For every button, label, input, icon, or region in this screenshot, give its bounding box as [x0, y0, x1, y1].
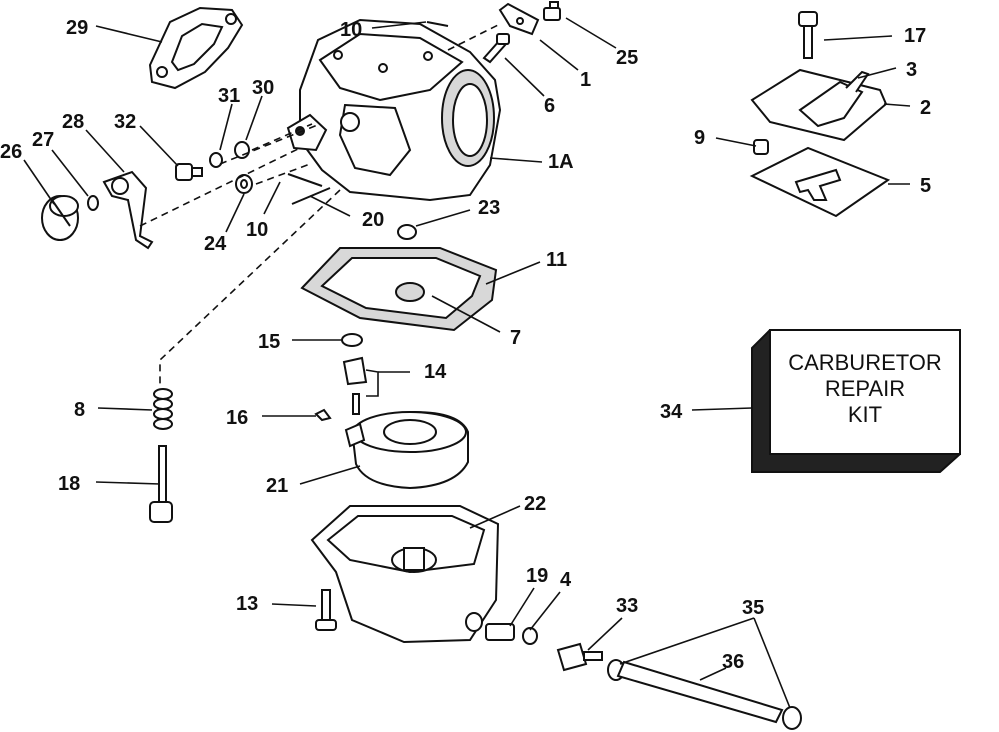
callout-33: 33 — [616, 595, 638, 617]
part-36-fuel-hose — [616, 660, 784, 724]
callout-20: 20 — [362, 209, 384, 231]
callout-1: 1 — [580, 69, 591, 91]
callout-17: 17 — [904, 25, 926, 47]
callout-26: 26 — [0, 141, 22, 163]
part-31-washer — [209, 152, 223, 168]
part-14-needle-and-seat — [342, 356, 368, 415]
kit-label-line2: REPAIR — [825, 376, 905, 401]
callout-11: 11 — [546, 249, 567, 271]
callout-25: 25 — [616, 47, 638, 69]
part-18-mixture-screw — [149, 445, 173, 523]
callout-36: 36 — [722, 651, 744, 673]
assembly-dashed-lines — [139, 23, 501, 388]
callout-9: 9 — [694, 127, 705, 149]
callout-30: 30 — [252, 77, 274, 99]
part-8-spring — [153, 388, 173, 430]
callout-8: 8 — [74, 399, 85, 421]
callout-16: 16 — [226, 407, 248, 429]
part-22-float-bowl — [310, 505, 500, 644]
callout-13: 13 — [236, 593, 258, 615]
callout-27: 27 — [32, 129, 54, 151]
callout-15: 15 — [258, 331, 280, 353]
part-10-pin-lower — [287, 173, 323, 187]
callout-21: 21 — [266, 475, 288, 497]
part-24-washer — [235, 174, 253, 194]
callout-7: 7 — [510, 327, 521, 349]
callout-35: 35 — [742, 597, 764, 619]
part-19-plug — [485, 623, 515, 641]
part-34-repair-kit-box: CARBURETOR REPAIR KIT — [751, 329, 961, 473]
part-32-screw — [175, 163, 203, 181]
leader-lines — [23, 17, 911, 709]
part-25-screw — [543, 1, 561, 21]
callout-34: 34 — [660, 401, 683, 423]
part-27-washer — [87, 195, 99, 211]
callout-28: 28 — [62, 111, 84, 133]
part-1a-carburetor-body — [286, 18, 502, 202]
callout-1a: 1A — [548, 151, 574, 173]
callout-19: 19 — [526, 565, 548, 587]
callout-5: 5 — [920, 175, 931, 197]
part-30-spring-clip — [234, 141, 250, 159]
part-16-clip — [314, 408, 332, 422]
part-13-screw — [315, 589, 337, 631]
callout-31: 31 — [218, 85, 240, 107]
part-29-flange-gasket — [148, 6, 244, 90]
kit-label-line1: CARBURETOR — [788, 350, 942, 375]
part-33-fitting — [556, 642, 603, 672]
callout-18: 18 — [58, 473, 80, 495]
callout-32: 32 — [114, 111, 136, 133]
callout-labels: 29 10 25 17 3 1 6 2 31 30 28 32 27 26 9 … — [0, 17, 931, 673]
callout-4: 4 — [560, 569, 572, 591]
callout-14: 14 — [424, 361, 447, 383]
kit-label-line3: KIT — [848, 402, 882, 427]
part-6-screw — [482, 33, 510, 64]
part-1-bracket — [498, 2, 540, 36]
callout-23: 23 — [478, 197, 500, 219]
part-17-screw — [798, 11, 818, 59]
part-5-diaphragm-gasket — [749, 146, 891, 218]
callout-24: 24 — [204, 233, 227, 255]
part-28-throttle-lever — [102, 170, 154, 250]
callout-3: 3 — [906, 59, 917, 81]
part-35-clamp-right — [782, 706, 802, 730]
callout-22: 22 — [524, 493, 546, 515]
callout-10-top: 10 — [340, 19, 362, 41]
part-4-washer — [522, 627, 538, 645]
callout-2: 2 — [920, 97, 931, 119]
part-10-pin-top — [426, 21, 449, 27]
callout-29: 29 — [66, 17, 88, 39]
callout-10-lower: 10 — [246, 219, 268, 241]
callout-6: 6 — [544, 95, 555, 117]
part-26-cap — [41, 195, 79, 241]
part-21-float — [344, 410, 469, 490]
part-11-gasket — [300, 247, 498, 332]
part-9-screw — [753, 139, 769, 155]
part-2-cover — [750, 68, 888, 142]
part-23-plug — [397, 224, 417, 240]
part-15-gasket — [341, 333, 363, 347]
